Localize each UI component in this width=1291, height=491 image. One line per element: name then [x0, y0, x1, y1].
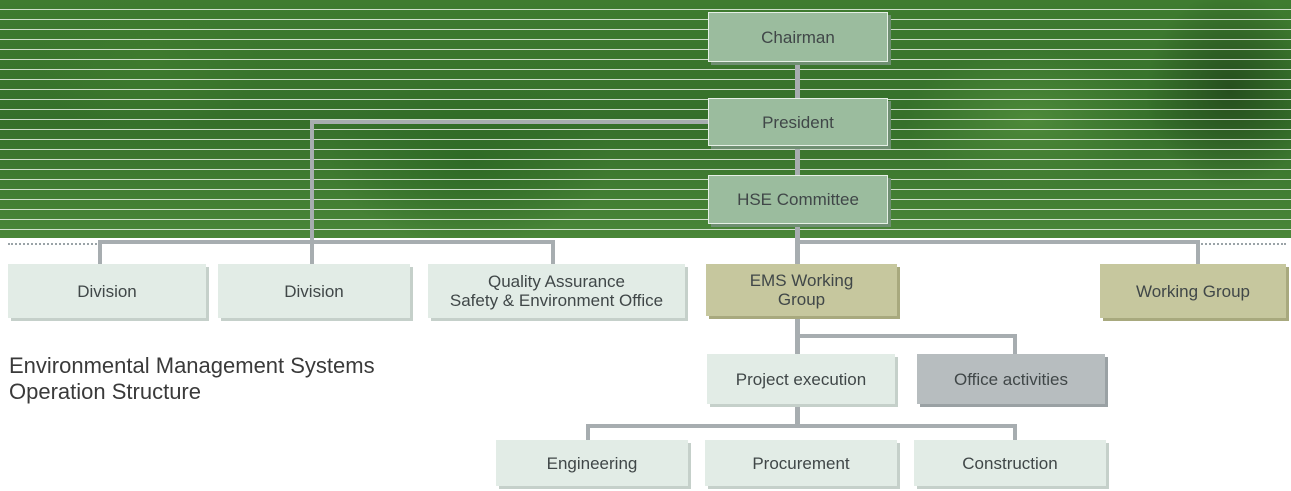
connector-chairman-president [795, 62, 800, 100]
qa-office-box: Quality Assurance Safety & Environment O… [428, 264, 685, 318]
qa-office-label: Quality Assurance Safety & Environment O… [449, 272, 664, 310]
office-activities-box: Office activities [917, 354, 1105, 404]
construction-box: Construction [914, 440, 1106, 486]
president-box: President [708, 98, 888, 146]
connector-construction-drop [1013, 424, 1017, 440]
division-box-2: Division [218, 264, 410, 318]
division-label-2: Division [284, 281, 344, 301]
procurement-label: Procurement [752, 453, 850, 473]
connector-project-branch [586, 424, 1017, 428]
connector-office-drop [1013, 334, 1017, 354]
division-box-1: Division [8, 264, 206, 318]
project-execution-box: Project execution [707, 354, 895, 404]
project-execution-label: Project execution [735, 369, 867, 389]
procurement-box: Procurement [705, 440, 897, 486]
connector-qa-drop [551, 240, 555, 268]
hse-committee-label: HSE Committee [737, 190, 859, 209]
connector-project-down [795, 404, 800, 428]
president-label: President [762, 112, 834, 132]
dotted-divider-right [1198, 243, 1286, 245]
construction-label: Construction [962, 453, 1058, 473]
connector-right-branch [795, 240, 1200, 244]
connector-president-hse [795, 146, 800, 177]
connector-working-group-drop [1196, 240, 1200, 268]
banner-stripes [0, 0, 1291, 238]
ems-working-group-label: EMS Working Group [749, 271, 854, 309]
connector-president-left [310, 120, 708, 124]
connector-hse-down [795, 224, 800, 264]
connector-ems-branch [795, 334, 1017, 338]
division-label-1: Division [77, 281, 137, 301]
dotted-divider-left [8, 243, 100, 245]
chairman-box: Chairman [708, 12, 888, 62]
office-activities-label: Office activities [953, 369, 1068, 389]
connector-division-1-drop [98, 240, 102, 268]
engineering-box: Engineering [496, 440, 688, 486]
engineering-label: Engineering [546, 453, 638, 473]
working-group-label: Working Group [1135, 281, 1250, 301]
ems-working-group-box: EMS Working Group [706, 264, 897, 316]
hse-committee-box: HSE Committee [708, 175, 888, 224]
diagram-caption: Environmental Management Systems Operati… [9, 353, 375, 405]
caption-line-1: Environmental Management Systems [9, 353, 375, 378]
connector-left-branch [98, 240, 555, 244]
chairman-label: Chairman [761, 27, 835, 47]
connector-division-2-drop [310, 120, 314, 270]
connector-engineering-drop [586, 424, 590, 440]
working-group-box: Working Group [1100, 264, 1286, 318]
caption-line-2: Operation Structure [9, 379, 201, 404]
